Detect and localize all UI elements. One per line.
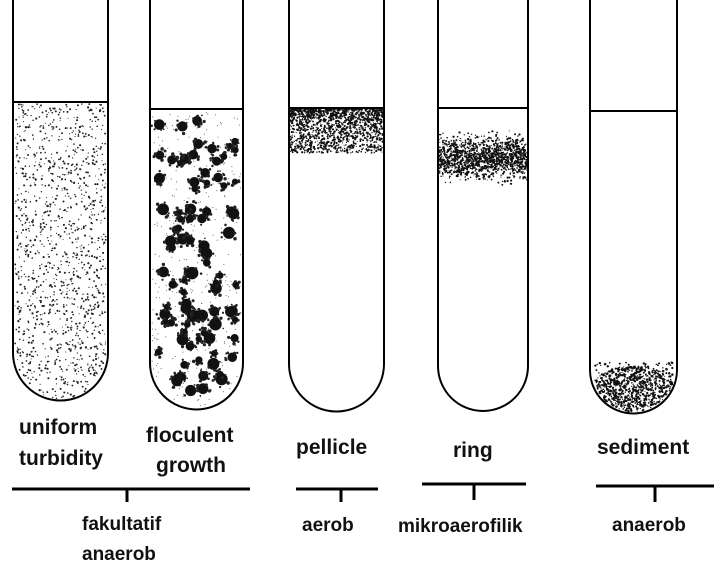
tube-label-floculent-growth-line1: floculent [146, 424, 234, 447]
tube-5-outline [590, 0, 677, 414]
tube-label-floculent-growth-line2: growth [156, 454, 226, 477]
tube-label-ring: ring [453, 439, 493, 462]
group-label-fakultatif-anaerob-line1: fakultatif [82, 514, 162, 535]
tube-4-outline [438, 0, 528, 411]
tube-label-sediment: sediment [597, 436, 689, 459]
tube-floculent-growth [150, 0, 243, 409]
tube-pellicle [289, 0, 384, 412]
group-bracket-fakultatif-anaerob [12, 489, 250, 502]
tube-2-growth [150, 112, 241, 406]
tube-3-growth [289, 107, 384, 154]
group-bracket-anaerob [596, 486, 714, 502]
tube-label-pellicle: pellicle [296, 436, 367, 459]
tube-4-growth [438, 130, 527, 186]
group-bracket-aerob [296, 489, 378, 502]
tube-label-uniform-turbidity-line1: uniform [19, 416, 97, 439]
group-label-anaerob: anaerob [612, 515, 686, 536]
group-label-fakultatif-anaerob-line2: anaerob [82, 544, 156, 565]
group-bracket-mikroaerofilik [422, 484, 526, 500]
group-label-aerob: aerob [302, 515, 354, 536]
tube-label-uniform-turbidity-line2: turbidity [19, 447, 103, 470]
tube-uniform-turbidity [13, 0, 108, 401]
tube-ring [438, 0, 528, 411]
tube-sediment [590, 0, 677, 414]
group-label-mikroaerofilik: mikroaerofilik [398, 516, 523, 537]
tube-3-outline [289, 0, 384, 412]
tube-1-growth [14, 103, 106, 399]
